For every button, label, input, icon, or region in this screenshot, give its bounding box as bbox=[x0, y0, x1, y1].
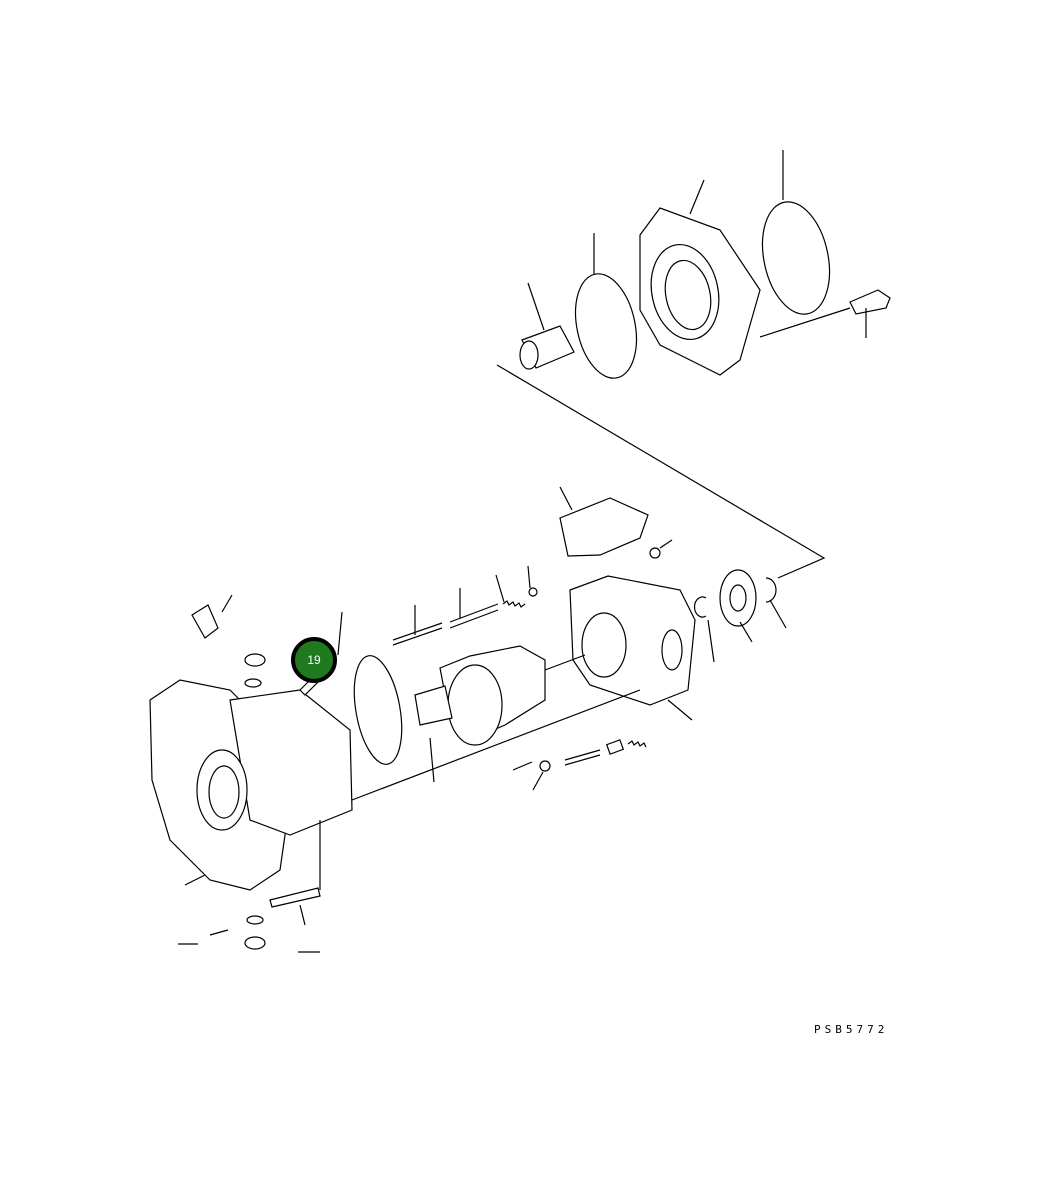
pump-case bbox=[569, 575, 696, 721]
pistons-and-springs bbox=[392, 565, 647, 766]
control-valve bbox=[559, 486, 649, 557]
coupling-sleeve bbox=[519, 282, 575, 370]
assembly-guide-line bbox=[496, 364, 826, 579]
callout-badge-19[interactable]: 19 bbox=[291, 637, 337, 683]
drawing-code: PSB5772 bbox=[814, 1023, 889, 1036]
swash-plate bbox=[719, 569, 757, 643]
gasket bbox=[761, 150, 831, 315]
bolt-top bbox=[759, 289, 891, 338]
snap-ring bbox=[765, 577, 777, 603]
adapter-flange bbox=[639, 179, 761, 376]
cylinder-block bbox=[414, 645, 586, 746]
o-ring-large bbox=[574, 233, 638, 379]
snap-ring-2 bbox=[693, 596, 707, 618]
pump-housing-flange bbox=[149, 679, 641, 891]
o-ring-middle bbox=[353, 655, 403, 765]
